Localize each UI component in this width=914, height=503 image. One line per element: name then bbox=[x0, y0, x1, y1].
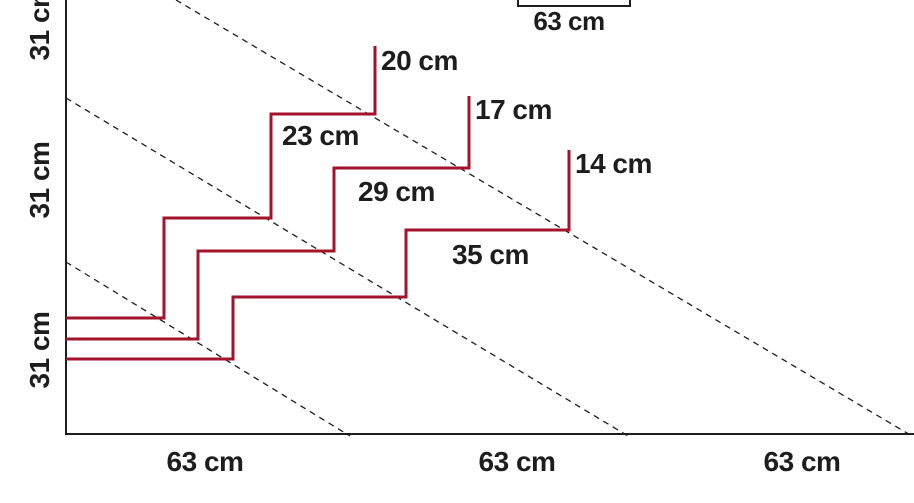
top-span-bracket bbox=[517, 0, 631, 7]
stair-14-35-tread-label: 35 cm bbox=[452, 239, 529, 270]
guide-line-1 bbox=[65, 261, 351, 437]
axis-lines bbox=[65, 0, 914, 435]
y-axis-label-middle: 31 cm bbox=[24, 142, 55, 219]
y-axis-label-top: 31 cm bbox=[24, 0, 55, 60]
stair-14-35-rise-label: 14 cm bbox=[575, 148, 652, 179]
y-axis-label-bottom: 31 cm bbox=[24, 312, 55, 389]
top-span-label: 63 cm bbox=[533, 6, 604, 36]
stair-20-23-tread-label: 23 cm bbox=[282, 120, 359, 151]
x-axis-label-1: 63 cm bbox=[167, 446, 244, 477]
guide-lines bbox=[65, 0, 913, 437]
x-axis-label-3: 63 cm bbox=[764, 446, 841, 477]
x-axis-label-2: 63 cm bbox=[479, 446, 556, 477]
stair-14-35-line bbox=[66, 150, 571, 361]
stair-17-29-line bbox=[66, 96, 471, 341]
guide-line-3 bbox=[175, 0, 913, 437]
stair-20-23-line bbox=[66, 46, 377, 320]
stair-17-29-tread-label: 29 cm bbox=[358, 176, 435, 207]
stair-20-23-rise-label: 20 cm bbox=[381, 45, 458, 76]
stairs bbox=[66, 46, 571, 361]
stair-17-29-rise-label: 17 cm bbox=[475, 94, 552, 125]
